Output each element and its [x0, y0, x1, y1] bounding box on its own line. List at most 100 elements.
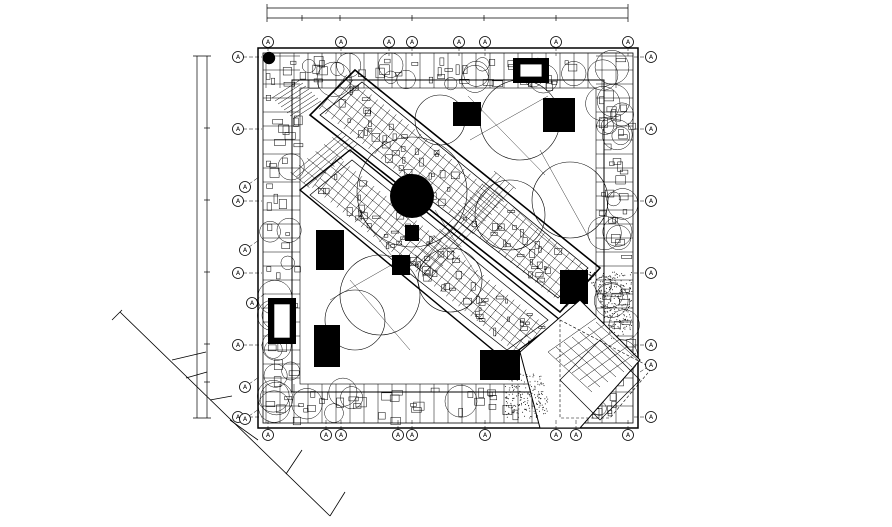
fixture	[276, 404, 286, 414]
fixture	[368, 128, 373, 132]
grid-bubble: A	[479, 420, 491, 441]
fixture	[496, 295, 505, 300]
grid-bubble-circle	[239, 244, 251, 256]
grid-bubble-label: A	[649, 126, 654, 133]
stipple-dot	[519, 390, 521, 392]
stipple-dot	[621, 305, 623, 307]
stipple-dot	[599, 284, 601, 286]
stipple-dot	[613, 271, 615, 273]
stipple-dot	[605, 276, 607, 277]
stipple-dot	[517, 403, 519, 405]
stipple-dot	[504, 386, 506, 387]
fixture	[463, 297, 472, 305]
stipple-dot	[519, 404, 520, 405]
fixture	[391, 390, 403, 396]
stipple-dot	[623, 304, 625, 306]
fixture	[281, 242, 290, 249]
fixture	[429, 235, 433, 244]
fixture	[537, 277, 545, 283]
fixture	[602, 295, 612, 300]
wing-corridor	[428, 186, 514, 278]
top-dimension-chain	[266, 4, 629, 22]
fixture	[352, 85, 359, 91]
fixture	[441, 284, 447, 292]
fixture	[598, 210, 607, 216]
stipple-dot	[532, 373, 534, 375]
fixture	[546, 81, 553, 91]
grid-bubble: A	[634, 123, 657, 135]
fixture	[390, 230, 400, 234]
fixture	[401, 134, 408, 139]
stipple-dot	[507, 412, 509, 414]
stipple-dot	[610, 283, 612, 285]
stipple-dot	[529, 375, 531, 377]
grid-bubble-circle	[479, 36, 491, 48]
stipple-dot	[623, 298, 625, 300]
fixture	[269, 168, 280, 178]
fixture	[282, 67, 292, 76]
stipple-dot	[617, 326, 619, 328]
fixture	[372, 215, 381, 219]
column-circle	[461, 65, 489, 93]
stipple-dot	[631, 319, 632, 321]
lift-core-opening	[519, 63, 543, 78]
grid-bubble: A	[550, 36, 562, 56]
stipple-dot	[610, 326, 612, 328]
grid-bubble: A	[232, 339, 262, 351]
stipple-dot	[623, 294, 625, 296]
fixture	[402, 157, 406, 164]
stipple-dot	[516, 387, 518, 389]
stair-tread	[283, 91, 313, 111]
stipple-dot	[511, 387, 513, 388]
stipple-dot	[540, 375, 542, 377]
stipple-dot	[536, 408, 538, 410]
fixture	[489, 395, 497, 401]
stipple-dot	[621, 288, 623, 290]
stipple-dot	[624, 289, 626, 291]
fixture	[519, 320, 524, 327]
column-circle	[259, 221, 281, 243]
stipple-dot	[513, 409, 515, 411]
stipple-dot	[605, 284, 607, 286]
stipple-dot	[600, 281, 602, 283]
stipple-dot	[540, 383, 542, 385]
grid-bubble-circle	[232, 123, 244, 135]
fixture	[599, 96, 605, 105]
grid-bubble-circle	[645, 359, 657, 371]
stipple-dot	[611, 315, 613, 317]
fixture	[470, 282, 476, 291]
fixture	[274, 359, 283, 370]
stipple-dot	[593, 275, 595, 277]
grid-bubble-label: A	[626, 39, 631, 46]
stipple-dot	[518, 373, 520, 375]
stipple-dot	[605, 297, 607, 299]
wing-corridor	[292, 131, 343, 175]
stipple-dot	[522, 411, 524, 413]
stipple-dot	[517, 416, 519, 418]
fixture	[293, 143, 304, 148]
fixture	[535, 272, 544, 278]
column-circle	[602, 216, 633, 247]
stipple-dot	[629, 280, 631, 282]
column-circle	[596, 84, 631, 118]
stipple-dot	[531, 392, 533, 394]
stipple-dot	[514, 377, 516, 379]
fixture	[268, 344, 277, 352]
fixture	[439, 170, 446, 179]
stipple-dot	[522, 374, 524, 376]
stipple-dot	[606, 310, 608, 312]
fixture	[621, 255, 633, 259]
fixture	[358, 130, 364, 139]
stipple-dot	[610, 309, 612, 311]
grid-line	[248, 176, 260, 185]
grid-bubble-circle	[246, 297, 258, 309]
stipple-dot	[518, 376, 520, 378]
stipple-dot	[619, 314, 620, 316]
column-circle	[257, 380, 290, 413]
stipple-dot	[613, 298, 615, 299]
canopy-beam	[571, 338, 621, 374]
stipple-dot	[605, 288, 607, 290]
grid-bubble-label: A	[236, 270, 241, 277]
canopy-beam	[555, 324, 605, 360]
stipple-dot	[610, 307, 612, 309]
